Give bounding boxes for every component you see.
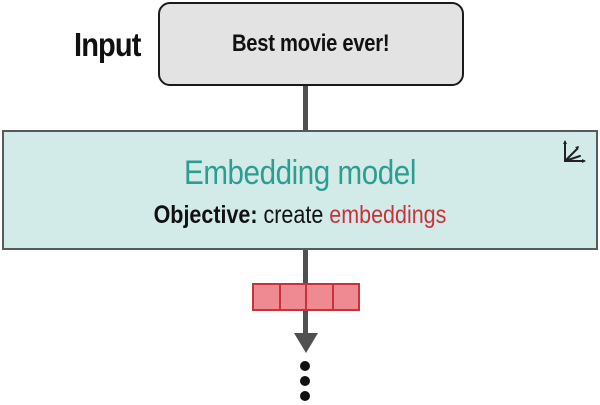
- objective-highlight: embeddings: [329, 201, 447, 229]
- input-label: Input: [74, 26, 141, 63]
- embedding-cell: [333, 285, 358, 309]
- embedding-cell: [280, 285, 307, 309]
- ellipsis-dot: [300, 391, 310, 401]
- embedding-model-box: Embedding model Objective: create embedd…: [2, 130, 598, 250]
- axes-icon: [563, 140, 586, 163]
- input-to-model-connector: [303, 86, 308, 130]
- down-arrow-icon: [294, 333, 318, 353]
- input-box: Best movie ever!: [158, 2, 464, 86]
- model-objective: Objective: create embeddings: [45, 201, 554, 230]
- objective-text: create: [263, 201, 324, 229]
- vector-to-output-connector: [303, 311, 308, 335]
- ellipsis-dot: [300, 361, 310, 371]
- model-to-vector-connector: [303, 250, 308, 284]
- model-title: Embedding model: [184, 154, 416, 192]
- input-text: Best movie ever!: [232, 30, 390, 57]
- objective-key: Objective:: [153, 201, 258, 229]
- embedding-cell: [307, 285, 334, 309]
- embedding-cell: [254, 285, 281, 309]
- ellipsis-dot: [300, 376, 310, 386]
- embedding-vector: [252, 283, 360, 311]
